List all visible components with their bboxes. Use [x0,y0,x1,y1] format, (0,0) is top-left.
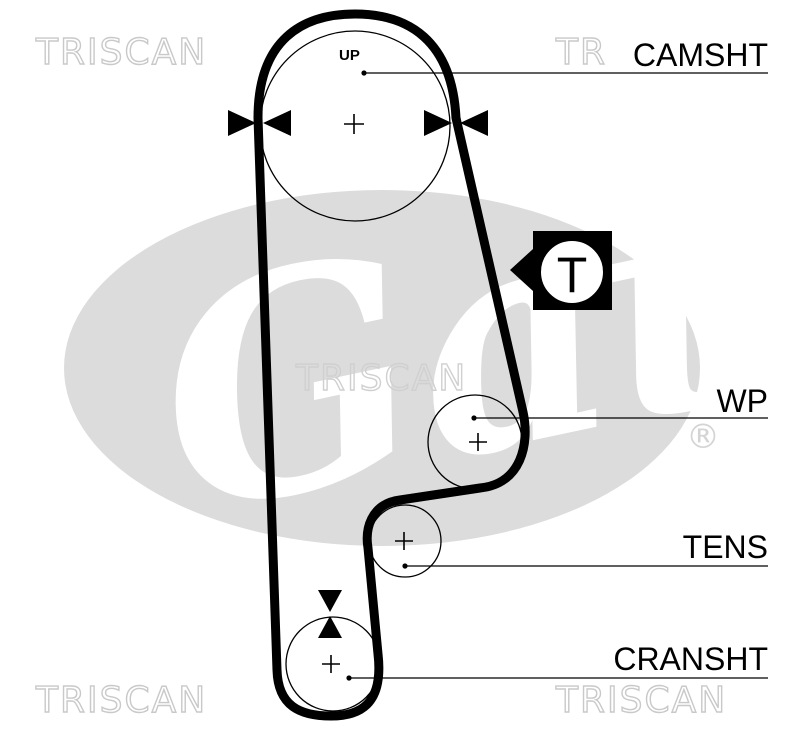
triscan-watermark-bottom-left: TRISCAN [35,680,207,721]
water-pump-center-mark [469,433,487,451]
tensioner-label: TENS [683,529,768,565]
camshaft-timing-mark-left [228,110,291,136]
tensioner-center-mark [395,532,413,550]
crankshaft-label: CRANSHT [613,641,768,677]
camshaft-label-background [608,34,770,72]
water-pump-label: WP [716,383,768,419]
camshaft-center-mark [344,114,364,134]
camshaft-label: CAMSHT [633,37,768,73]
timing-belt [253,9,530,721]
triscan-watermark-top-left: TRISCAN [35,32,207,73]
triscan-watermark-bottom-right: TRISCAN [555,680,727,721]
camshaft-timing-mark-right [424,110,488,136]
crankshaft-timing-mark [318,590,342,638]
tensioner-symbol-letter: T [557,247,588,303]
tensioner-symbol: T [510,231,612,310]
registered-mark: ® [686,417,720,457]
tensioner-symbol-circle [539,239,605,305]
crankshaft-center-mark [322,655,340,673]
triscan-watermark-center: TRISCAN [295,358,467,399]
up-label: UP [339,47,360,64]
tensioner-symbol-pointer [510,249,533,291]
